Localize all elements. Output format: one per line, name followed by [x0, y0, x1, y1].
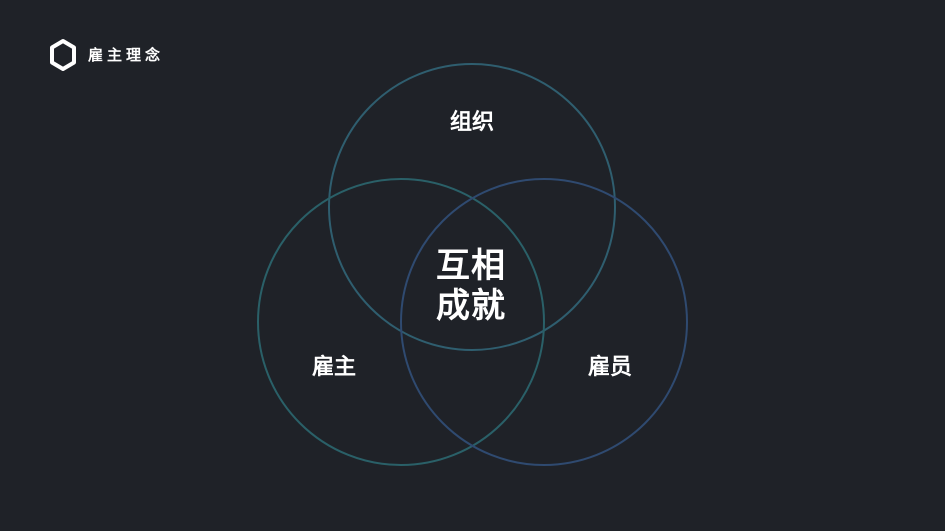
intersection-label: 互相 成就 — [436, 246, 506, 326]
venn-circle-employee — [400, 178, 688, 466]
intersection-line-1: 互相 — [436, 246, 506, 286]
set-label-organization: 组织 — [449, 110, 495, 135]
hexagon-icon — [50, 39, 76, 71]
venn-circle-employer — [257, 178, 545, 466]
venn-circle-organization — [328, 63, 616, 351]
brand-header: 雇主理念 — [48, 38, 164, 72]
page-title: 雇主理念 — [88, 46, 165, 64]
intersection-line-2: 成就 — [436, 286, 506, 326]
set-label-employee: 雇员 — [587, 355, 633, 380]
set-label-employer: 雇主 — [311, 355, 357, 380]
